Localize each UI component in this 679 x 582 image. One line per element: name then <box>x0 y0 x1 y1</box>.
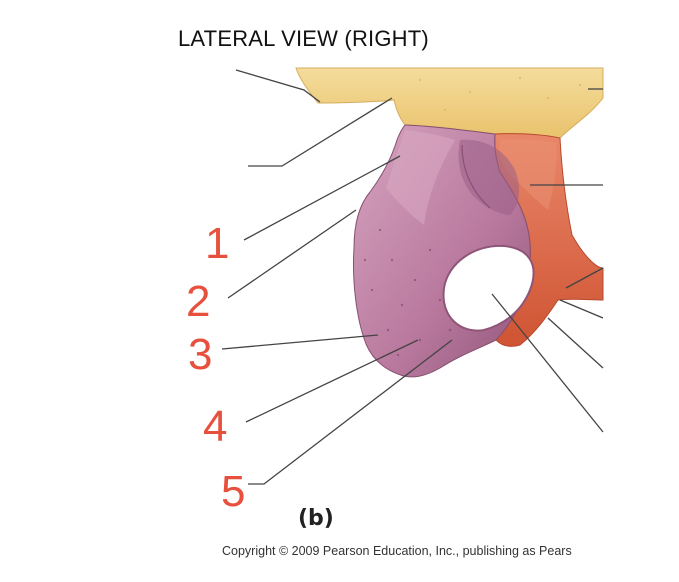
leader-line-2 <box>227 209 357 299</box>
ilium-region <box>295 67 604 139</box>
leader-line-right-5 <box>547 317 604 369</box>
label-number-2: 2 <box>186 277 211 326</box>
leader-lines <box>221 69 604 485</box>
leader-line-top-left <box>235 69 321 103</box>
leader-line-right-3 <box>565 267 604 289</box>
acetabulum <box>458 139 520 215</box>
leader-line-upper-left <box>248 97 393 167</box>
label-number-5: 5 <box>221 467 246 516</box>
obturator-foramen <box>442 244 535 332</box>
leader-line-right-6 <box>491 293 604 433</box>
label-number-4: 4 <box>203 402 228 451</box>
leader-line-4 <box>245 339 419 423</box>
leader-line-1 <box>243 155 401 241</box>
leader-line-right-4 <box>559 299 604 319</box>
diagram-title: LATERAL VIEW (RIGHT) <box>178 26 429 51</box>
leader-line-5 <box>248 339 453 485</box>
label-number-3: 3 <box>188 330 213 379</box>
label-number-1: 1 <box>205 219 230 268</box>
leader-line-3 <box>221 334 379 350</box>
copyright-notice: Copyright © 2009 Pearson Education, Inc.… <box>222 544 572 558</box>
panel-label: (b) <box>298 506 334 531</box>
